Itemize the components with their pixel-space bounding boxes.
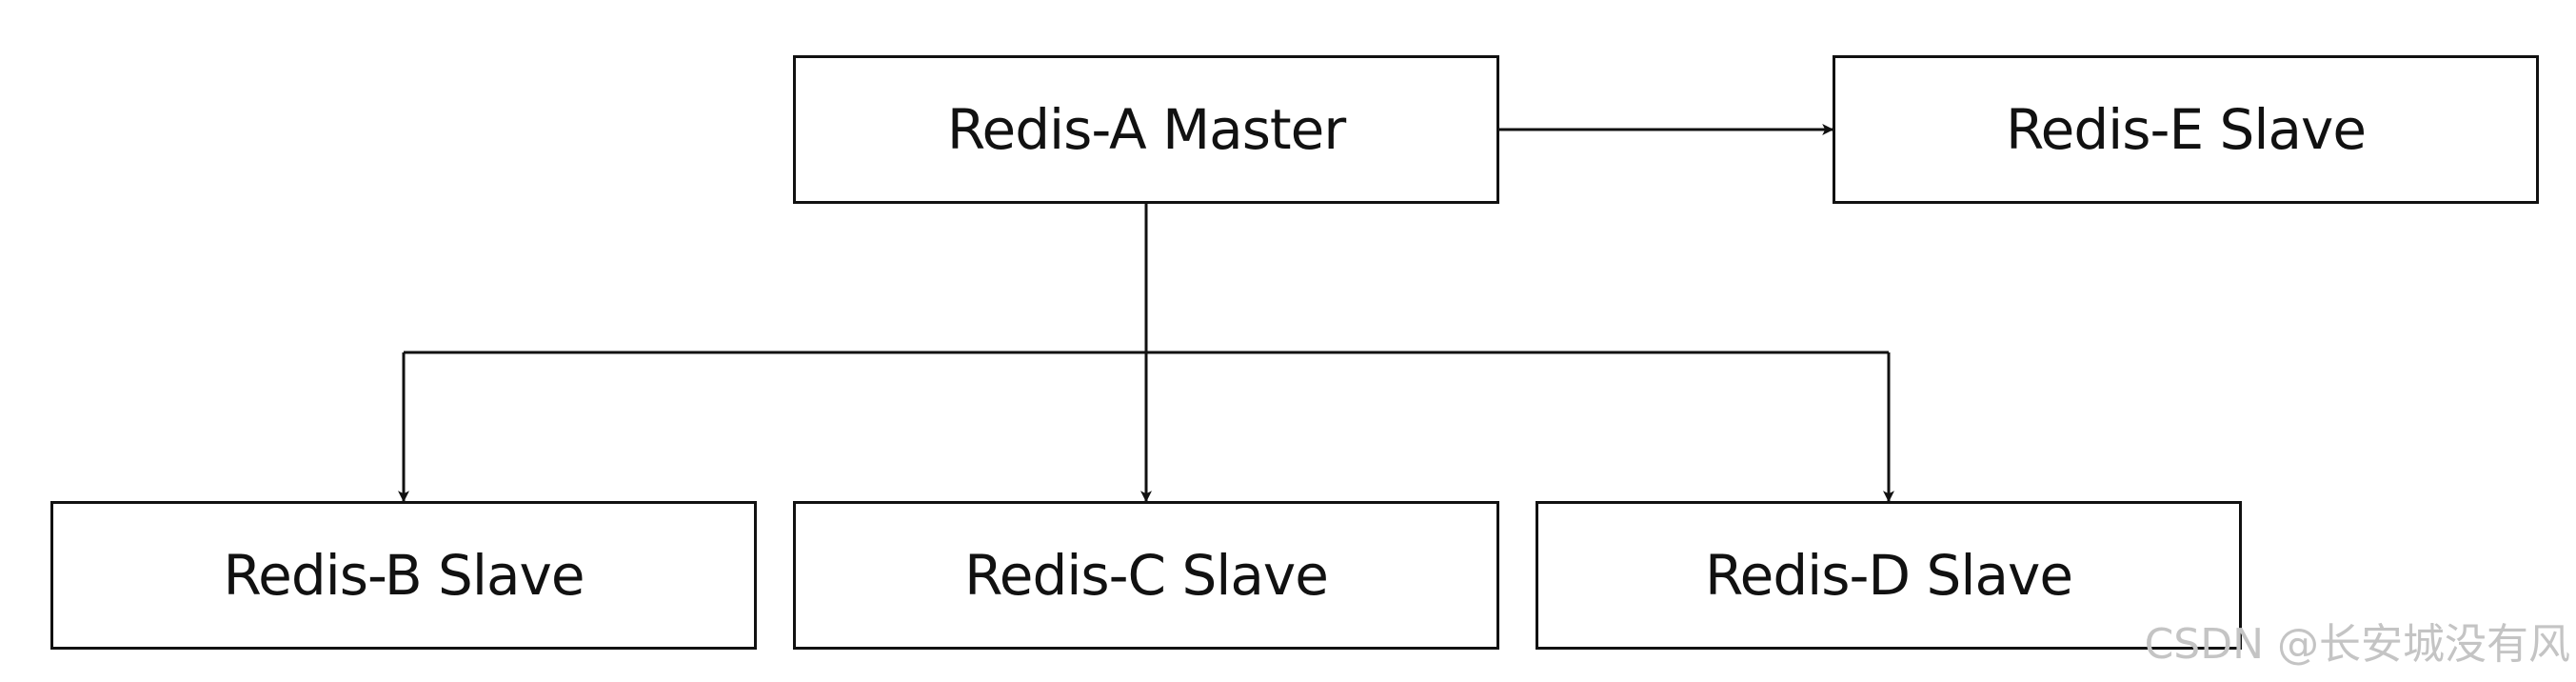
watermark-text: CSDN @长安城没有风 [2144, 620, 2570, 669]
node-label: Redis-B Slave [223, 543, 585, 608]
node-label: Redis-D Slave [1704, 543, 2073, 608]
node-label: Redis-C Slave [964, 543, 1329, 608]
node-label: Redis-A Master [946, 97, 1346, 162]
node-redis-b-slave: Redis-B Slave [50, 501, 757, 650]
node-redis-e-slave: Redis-E Slave [1833, 55, 2539, 204]
node-label: Redis-E Slave [2005, 97, 2367, 162]
node-redis-c-slave: Redis-C Slave [793, 501, 1499, 650]
node-redis-a-master: Redis-A Master [793, 55, 1499, 204]
node-redis-d-slave: Redis-D Slave [1536, 501, 2242, 650]
